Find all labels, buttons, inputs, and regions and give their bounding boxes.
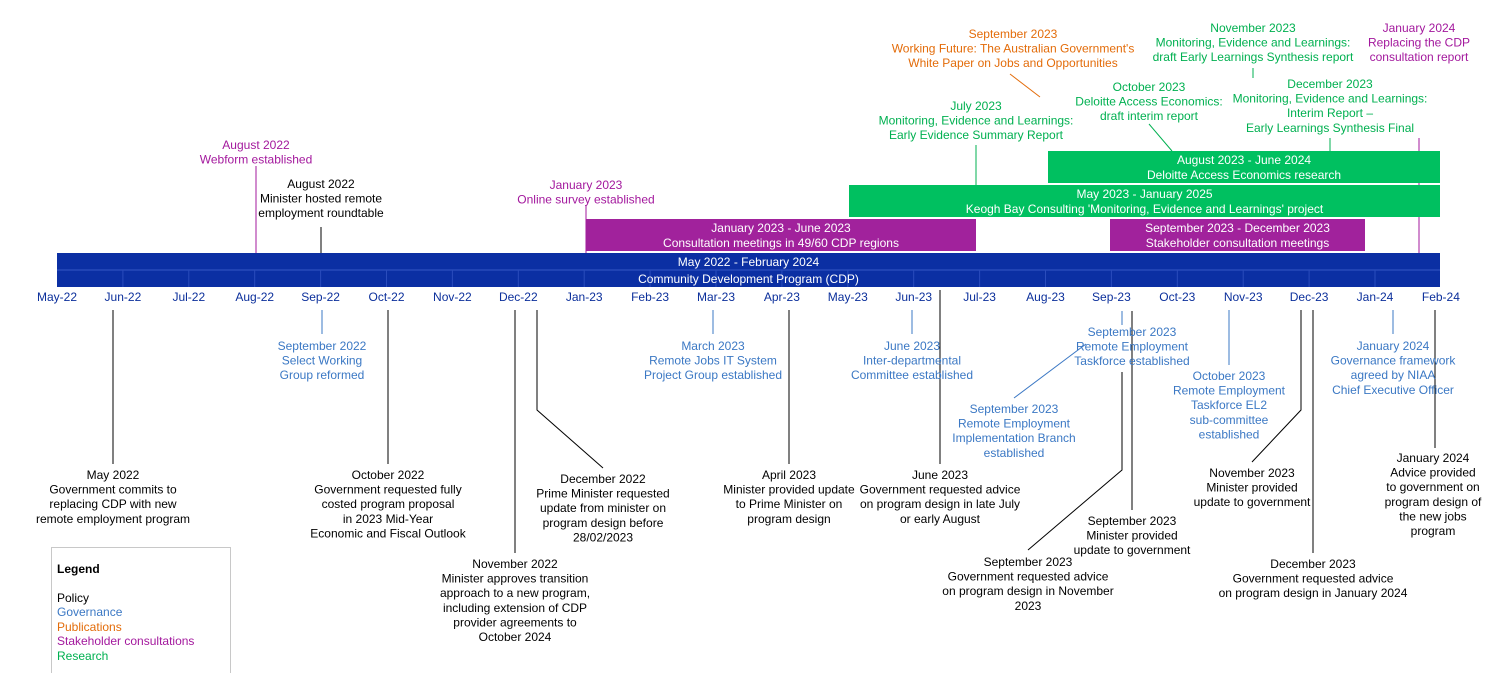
legend-title: Legend <box>57 562 100 576</box>
month-tick-label: Jun-22 <box>105 290 142 304</box>
program-title-label: Community Development Program (CDP) <box>638 272 859 286</box>
month-tick-label: Feb-24 <box>1422 290 1460 304</box>
bar-deloitte <box>1048 151 1440 183</box>
month-tick-label: Oct-23 <box>1159 290 1195 304</box>
month-tick-label: May-22 <box>37 290 77 304</box>
month-tick-label: Dec-23 <box>1290 290 1329 304</box>
bar-stakeholder-meetings-label: Stakeholder consultation meetings <box>1146 236 1329 250</box>
month-tick-label: Jan-24 <box>1357 290 1394 304</box>
month-tick-label: Dec-22 <box>499 290 538 304</box>
month-tick-label: Nov-22 <box>433 290 472 304</box>
event-sep-2023-branch-connector <box>1013 343 1087 399</box>
bar-keogh-bay <box>849 185 1440 217</box>
legend-item-research: Research <box>57 648 109 663</box>
month-tick-label: Jul-23 <box>963 290 996 304</box>
event-dec-2022-connector <box>536 310 604 469</box>
month-tick-label: Oct-22 <box>368 290 404 304</box>
bar-keogh-bay-label: Keogh Bay Consulting 'Monitoring, Eviden… <box>966 202 1324 216</box>
month-tick-label: Sep-23 <box>1092 290 1131 304</box>
event-nov-2023-update-connector <box>1251 310 1302 463</box>
month-tick-label: Jun-23 <box>895 290 932 304</box>
legend-item-stakeholder: Stakeholder consultations <box>57 634 195 648</box>
bar-consultations-2023 <box>586 219 976 251</box>
event-sep-2023-advice-connector <box>1027 372 1123 551</box>
month-tick-label: Aug-23 <box>1026 290 1065 304</box>
month-tick-label: Sep-22 <box>301 290 340 304</box>
bar-stakeholder-meetings-label: September 2023 - December 2023 <box>1145 221 1330 235</box>
event-sep-2023-whitepaper-connector <box>1009 73 1041 98</box>
bar-consultations-2023-label: Consultation meetings in 49/60 CDP regio… <box>663 236 899 250</box>
program-period-label: May 2022 - February 2024 <box>678 255 820 269</box>
event-oct-2023-deloitte-connector <box>1148 123 1173 152</box>
program-bar-gridlines <box>122 270 1376 287</box>
bar-deloitte-label: Deloitte Access Economics research <box>1147 168 1341 182</box>
month-tick-label: Aug-22 <box>235 290 274 304</box>
month-tick-label: Mar-23 <box>697 290 735 304</box>
month-tick-label: May-23 <box>828 290 868 304</box>
month-axis: May-22 Jun-22 Jul-22 Aug-22 Sep-22 Oct-22 Nov-… <box>37 290 1460 304</box>
month-tick-label: Nov-23 <box>1224 290 1263 304</box>
legend-item-governance: Governance <box>57 605 123 619</box>
month-tick-label: Jan-23 <box>566 290 603 304</box>
legend-item-policy: Policy <box>57 590 90 605</box>
legend-item-publications: Publications <box>57 619 122 634</box>
legend: Legend Policy Governance Publications St… <box>51 547 231 673</box>
month-tick-label: Apr-23 <box>764 290 800 304</box>
bar-deloitte-label: August 2023 - June 2024 <box>1177 153 1311 167</box>
bar-keogh-bay-label: May 2023 - January 2025 <box>1076 187 1212 201</box>
bar-consultations-2023-label: January 2023 - June 2023 <box>711 221 851 235</box>
month-tick-label: Feb-23 <box>631 290 669 304</box>
month-tick-label: Jul-22 <box>172 290 205 304</box>
bar-stakeholder-meetings <box>1110 219 1365 251</box>
timeline-bars: May 2022 - February 2024 Community Devel… <box>57 151 1440 287</box>
